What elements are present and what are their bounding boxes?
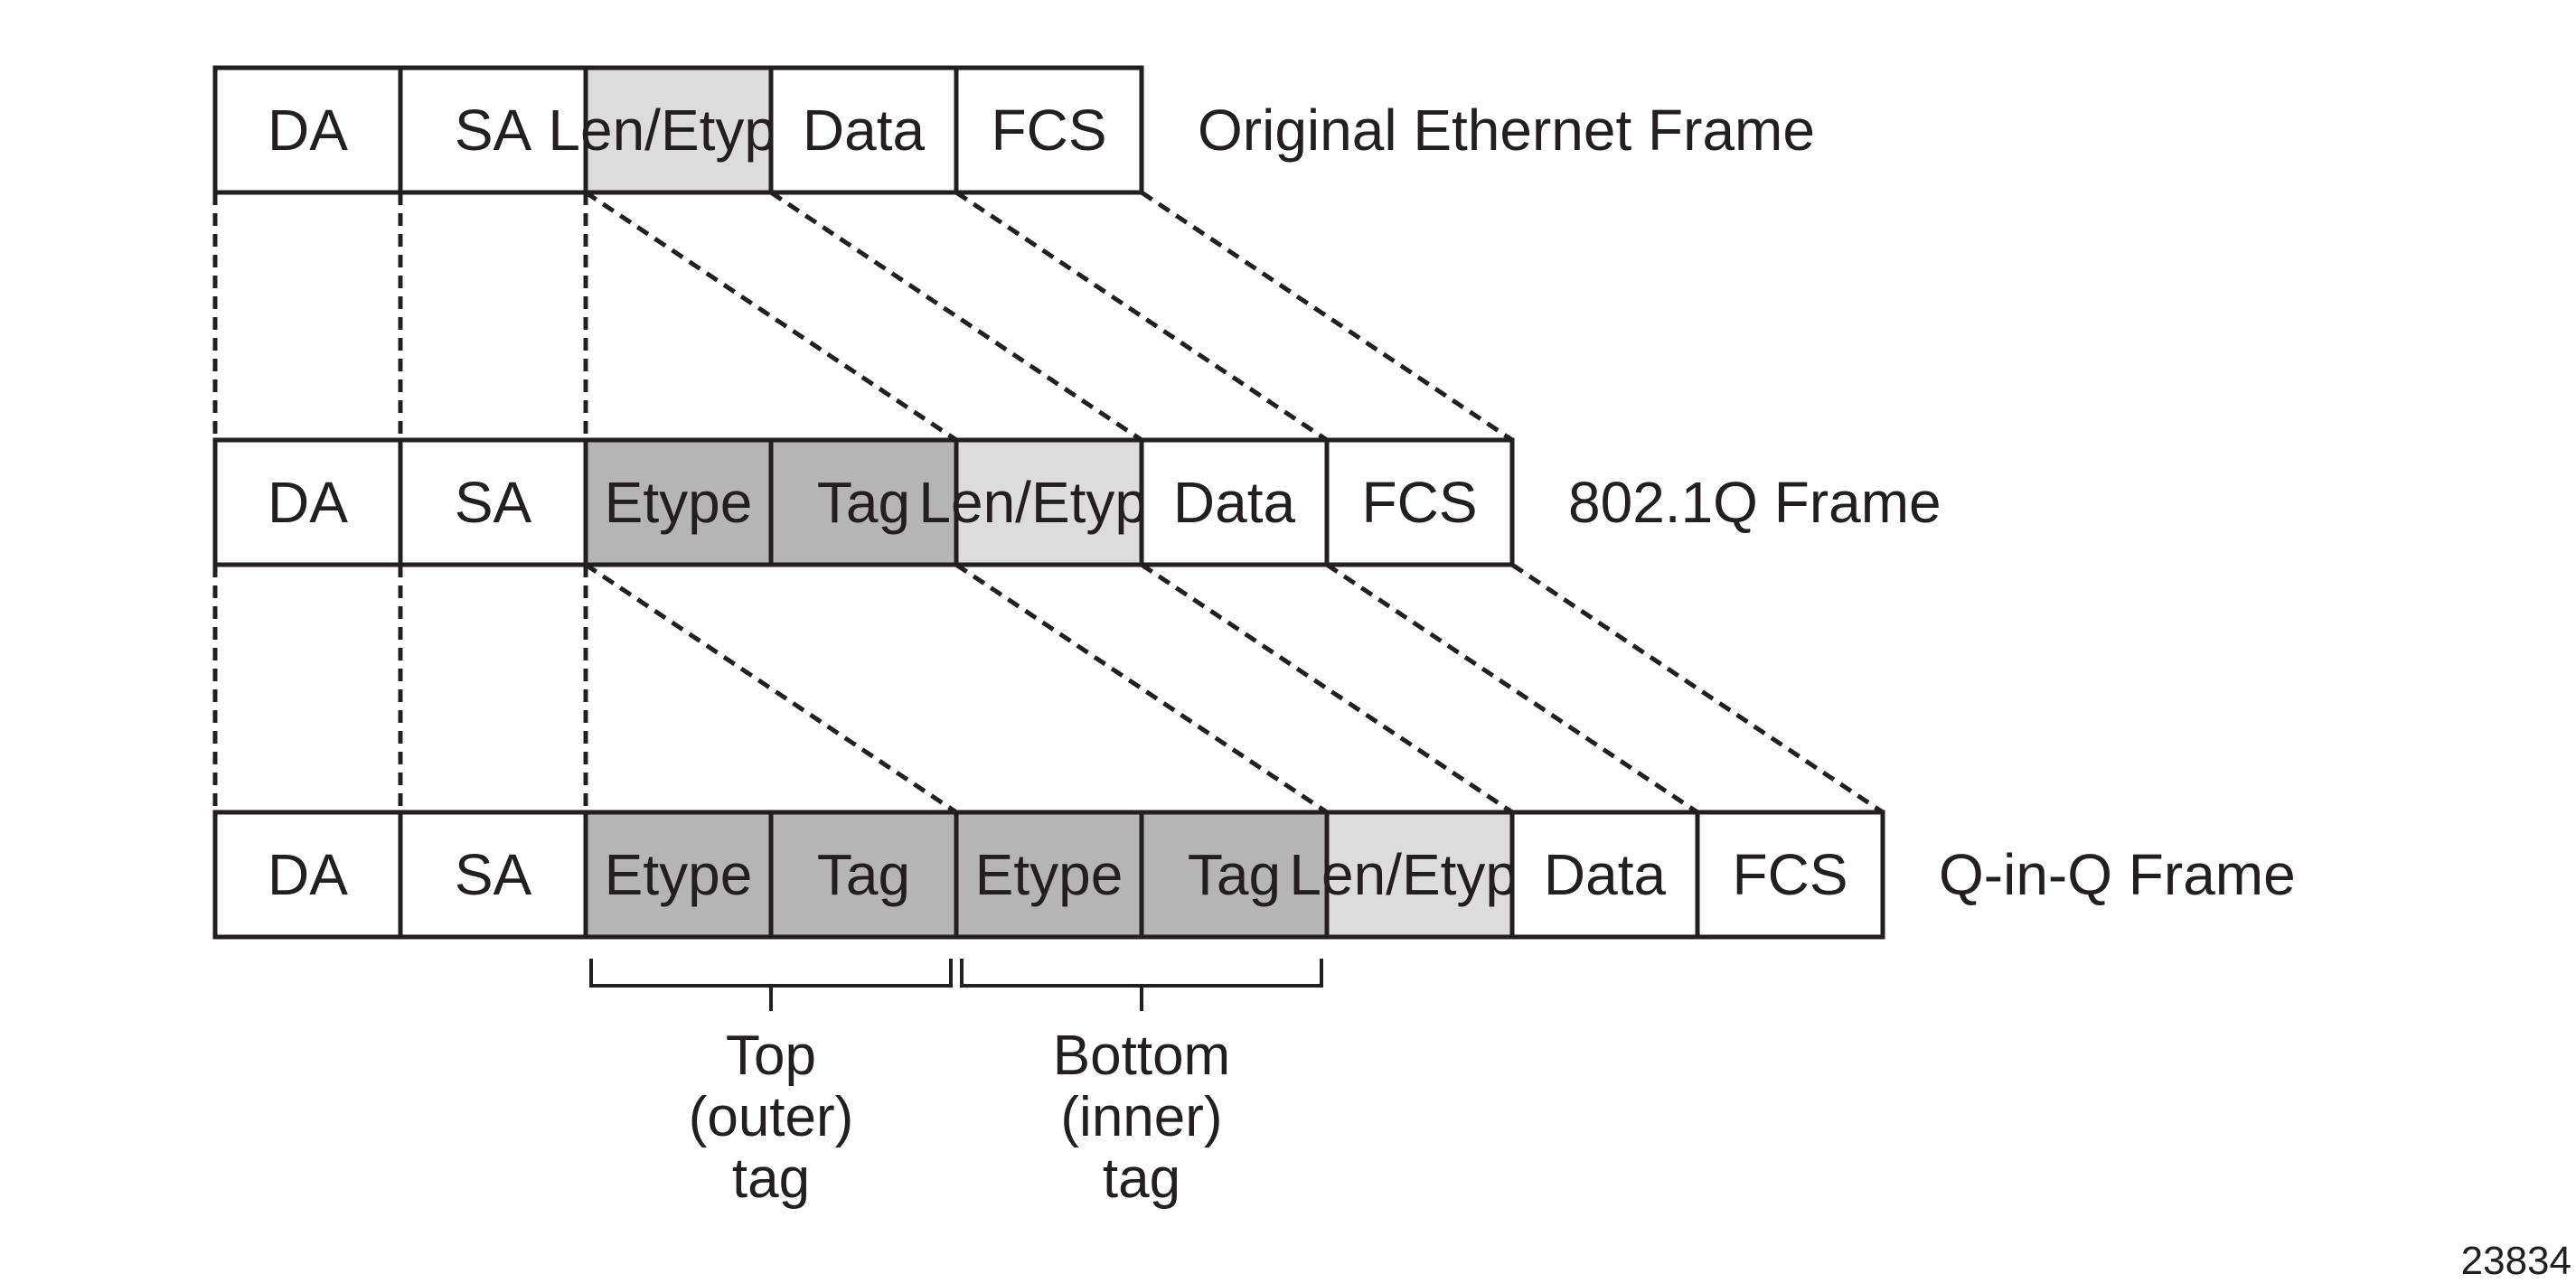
bracket-line bbox=[589, 959, 953, 1011]
connector-line bbox=[1325, 562, 1699, 815]
field-etype-label: Etype bbox=[605, 470, 753, 535]
bracket-caption-line: tag bbox=[732, 1147, 810, 1210]
bracket-caption-line: Top bbox=[726, 1025, 816, 1087]
field-da-label: DA bbox=[268, 98, 348, 163]
field-tag-box bbox=[768, 437, 959, 567]
field-len-etype-label: Len/Etype bbox=[918, 470, 1179, 535]
field-len-etype-box bbox=[583, 65, 774, 195]
figure-id: 23834 bbox=[2461, 1239, 2571, 1283]
connector-line bbox=[584, 562, 958, 815]
field-sa-label: SA bbox=[455, 98, 532, 163]
field-etype-box bbox=[583, 810, 774, 940]
field-etype-box bbox=[583, 437, 774, 567]
field-sa-box bbox=[398, 437, 588, 567]
frame-label-q-in-q-frame: Q-in-Q Frame bbox=[1939, 842, 2296, 907]
field-sa-box bbox=[398, 65, 588, 195]
bracket-caption-line: (inner) bbox=[1060, 1086, 1222, 1148]
bracket-caption-line: (outer) bbox=[689, 1086, 854, 1148]
bracket-caption-line: tag bbox=[1103, 1147, 1180, 1210]
field-len-etype-label: Len/Etype bbox=[548, 98, 808, 163]
field-etype-label: Etype bbox=[605, 842, 753, 907]
field-fcs-box bbox=[1324, 437, 1515, 567]
field-fcs-label: FCS bbox=[1733, 842, 1848, 907]
field-da-box bbox=[212, 810, 403, 940]
field-tag-label: Tag bbox=[817, 470, 910, 535]
bracket-top-outer-tag: Top(outer)tag bbox=[589, 959, 953, 1210]
connector-line bbox=[954, 562, 1329, 815]
connector-lines bbox=[212, 190, 1885, 815]
field-fcs-box bbox=[1695, 810, 1885, 940]
connector-line bbox=[584, 190, 958, 443]
field-data-label: Data bbox=[1173, 470, 1296, 535]
field-data-label: Data bbox=[803, 98, 926, 163]
bracket-line bbox=[960, 959, 1323, 1011]
field-data-box bbox=[1139, 437, 1330, 567]
field-fcs-label: FCS bbox=[992, 98, 1107, 163]
field-etype-box bbox=[954, 810, 1144, 940]
field-da-box bbox=[212, 65, 403, 195]
bracket-bottom-inner-tag: Bottom(inner)tag bbox=[960, 959, 1323, 1210]
field-tag-label: Tag bbox=[1188, 842, 1281, 907]
field-fcs-label: FCS bbox=[1362, 470, 1478, 535]
connector-line bbox=[1140, 190, 1514, 443]
field-data-label: Data bbox=[1544, 842, 1667, 907]
field-data-box bbox=[1509, 810, 1700, 940]
connector-line bbox=[954, 190, 1329, 443]
field-tag-label: Tag bbox=[817, 842, 910, 907]
field-data-box bbox=[768, 65, 959, 195]
field-da-label: DA bbox=[268, 842, 348, 907]
bracket-caption-line: Bottom bbox=[1053, 1025, 1230, 1087]
field-tag-box bbox=[1139, 810, 1330, 940]
field-tag-box bbox=[768, 810, 959, 940]
connector-line bbox=[1510, 562, 1885, 815]
connector-line bbox=[769, 190, 1143, 443]
field-da-label: DA bbox=[268, 470, 348, 535]
field-etype-label: Etype bbox=[975, 842, 1123, 907]
frame-label-original-ethernet-frame: Original Ethernet Frame bbox=[1198, 98, 1815, 163]
field-len-etype-label: Len/Etype bbox=[1289, 842, 1549, 907]
field-da-box bbox=[212, 437, 403, 567]
field-fcs-box bbox=[954, 65, 1144, 195]
connector-line bbox=[1140, 562, 1514, 815]
field-len-etype-box bbox=[954, 437, 1144, 567]
field-sa-label: SA bbox=[455, 470, 532, 535]
frame-label-802-1q-frame: 802.1Q Frame bbox=[1568, 470, 1941, 535]
field-sa-label: SA bbox=[455, 842, 532, 907]
